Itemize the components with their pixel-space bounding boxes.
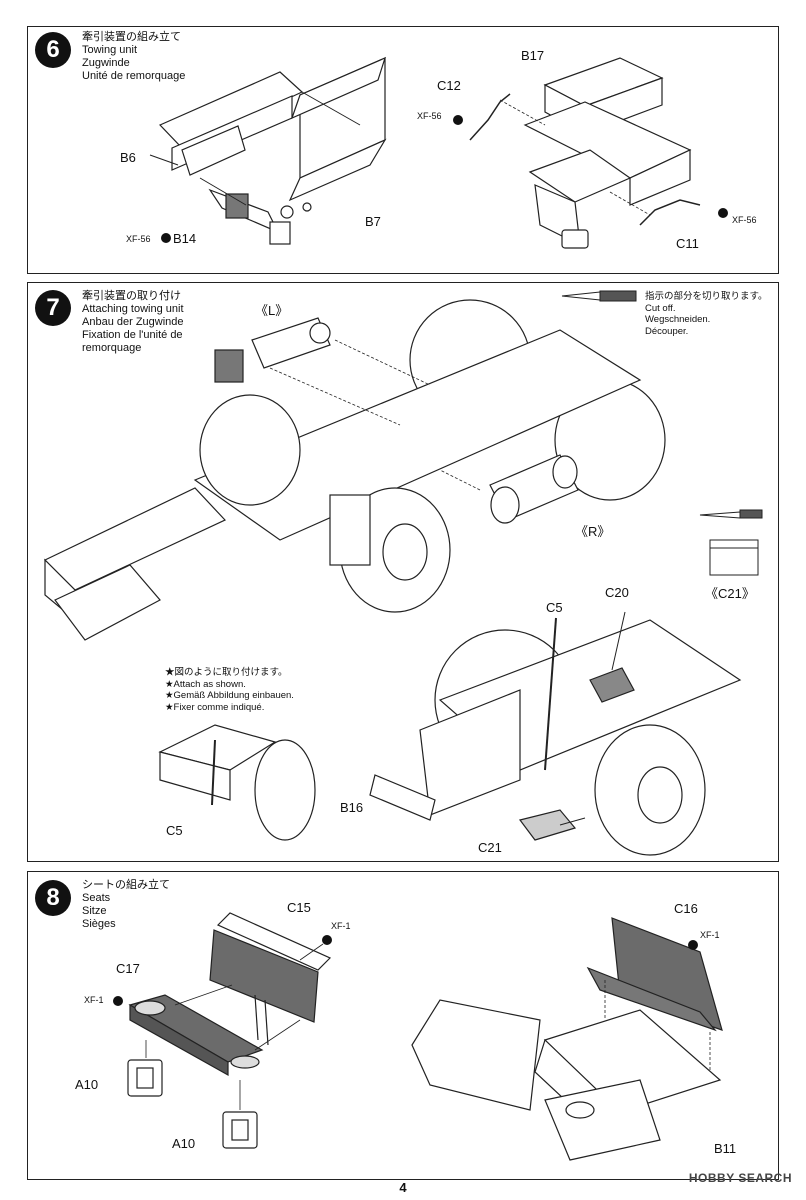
label-b16: B16 [340, 800, 364, 815]
step8-titles: シートの組み立て Seats Sitze Sièges [82, 879, 170, 931]
label-c5-top: C5 [546, 600, 563, 615]
paint-xf56-c11: XF-56 [732, 215, 757, 225]
cut-note-fr: Découper. [645, 325, 689, 337]
cut-note-de: Wegschneiden. [645, 314, 711, 325]
step8-title-jp: シートの組み立て [82, 879, 170, 891]
paint-xf1-c17: XF-1 [84, 995, 104, 1005]
step6-titles: 牽引装置の組み立て Towing unit Zugwinde Unité de … [82, 31, 185, 83]
paint-xf1-c16: XF-1 [700, 930, 720, 940]
label-a10-bottom: A10 [172, 1136, 196, 1151]
leader-b7 [301, 91, 361, 126]
xf56-dot-b14 [161, 233, 171, 243]
xf1-dot-c16 [688, 940, 698, 950]
step6-title-fr: Unité de remorquage [82, 70, 186, 82]
label-c21-detail: 《C21》 [705, 586, 755, 601]
step8-title-en: Seats [82, 892, 111, 904]
c11-rod-drawing [639, 199, 701, 226]
step8-title-de: Sitze [82, 905, 107, 917]
c15-seat-back-drawing [209, 912, 332, 1046]
watermark-logo: HOBBY SEARCH [688, 1171, 792, 1185]
cut-note-en: Cut off. [645, 302, 676, 314]
attach-note: ★図のように取り付けます。 ★Attach as shown. ★Gemäß A… [165, 667, 294, 713]
knife-icon [561, 290, 637, 302]
c16-seat-drawing [586, 917, 723, 1032]
towing-unit-frame-drawing [158, 56, 387, 245]
label-c12: C12 [437, 78, 461, 93]
step6-title-jp: 牽引装置の組み立て [82, 31, 181, 43]
step6-title-en: Towing unit [82, 44, 138, 56]
towing-unit-l-drawing [214, 317, 331, 383]
label-b7: B7 [365, 214, 381, 229]
step7-titles: 牽引装置の取り付け Attaching towing unit Anbau de… [82, 290, 184, 355]
label-c21: C21 [478, 840, 502, 855]
label-a10-top: A10 [75, 1077, 99, 1092]
label-c15: C15 [287, 900, 311, 915]
step6-number: 6 [35, 32, 71, 68]
attach-note-en: ★Attach as shown. [165, 678, 246, 690]
label-c11: C11 [676, 236, 699, 251]
step7-title-en: Attaching towing unit [82, 303, 184, 315]
label-r: 《R》 [575, 524, 611, 539]
label-c17: C17 [116, 961, 140, 976]
label-c5-detail: C5 [166, 823, 183, 838]
label-c16: C16 [674, 901, 698, 916]
step7-title-fr2: remorquage [82, 342, 142, 354]
attach-note-jp: ★図のように取り付けます。 [165, 667, 288, 678]
label-l: 《L》 [255, 303, 289, 318]
b11-floor-drawing [411, 999, 722, 1161]
chassis-drawing [43, 299, 666, 641]
attach-note-de: ★Gemäß Abbildung einbauen. [165, 690, 294, 701]
label-b14: B14 [173, 231, 197, 246]
label-b11: B11 [714, 1141, 737, 1156]
towing-unit-r-drawing [489, 454, 579, 524]
c12-rod-drawing [469, 93, 511, 141]
xf1-dot-c15 [322, 935, 332, 945]
step7-number: 7 [35, 290, 71, 326]
rear-assembly-drawing [369, 619, 742, 856]
step7-title-de: Anbau der Zugwinde [82, 316, 184, 328]
cut-note-jp: 指示の部分を切り取ります。 [645, 291, 768, 302]
c21-cut-detail [699, 509, 763, 576]
label-b6: B6 [120, 150, 136, 165]
paint-xf56-c12: XF-56 [417, 111, 442, 121]
paint-xf56-left: XF-56 [126, 234, 151, 244]
a10-brackets-drawing [127, 1059, 258, 1149]
step8-title-fr: Sièges [82, 918, 116, 930]
step7-title-jp: 牽引装置の取り付け [82, 290, 181, 302]
xf56-dot-c11 [718, 208, 728, 218]
c17-seat-cushion-drawing [128, 994, 264, 1077]
label-c20: C20 [605, 585, 629, 600]
cut-note: 指示の部分を切り取ります。 Cut off. Wegschneiden. Déc… [645, 291, 768, 337]
b17-frame-drawing [523, 57, 692, 249]
step7-title-fr1: Fixation de l'unité de [82, 329, 183, 341]
paint-xf1-c15: XF-1 [331, 921, 351, 931]
page-number: 4 [399, 1180, 407, 1195]
step6-title-de: Zugwinde [82, 57, 130, 69]
xf1-dot-c17 [113, 996, 123, 1006]
step8-number: 8 [35, 880, 71, 916]
xf56-dot-c12 [453, 115, 463, 125]
label-b17: B17 [521, 48, 545, 63]
attach-note-fr: ★Fixer comme indiqué. [165, 701, 265, 713]
